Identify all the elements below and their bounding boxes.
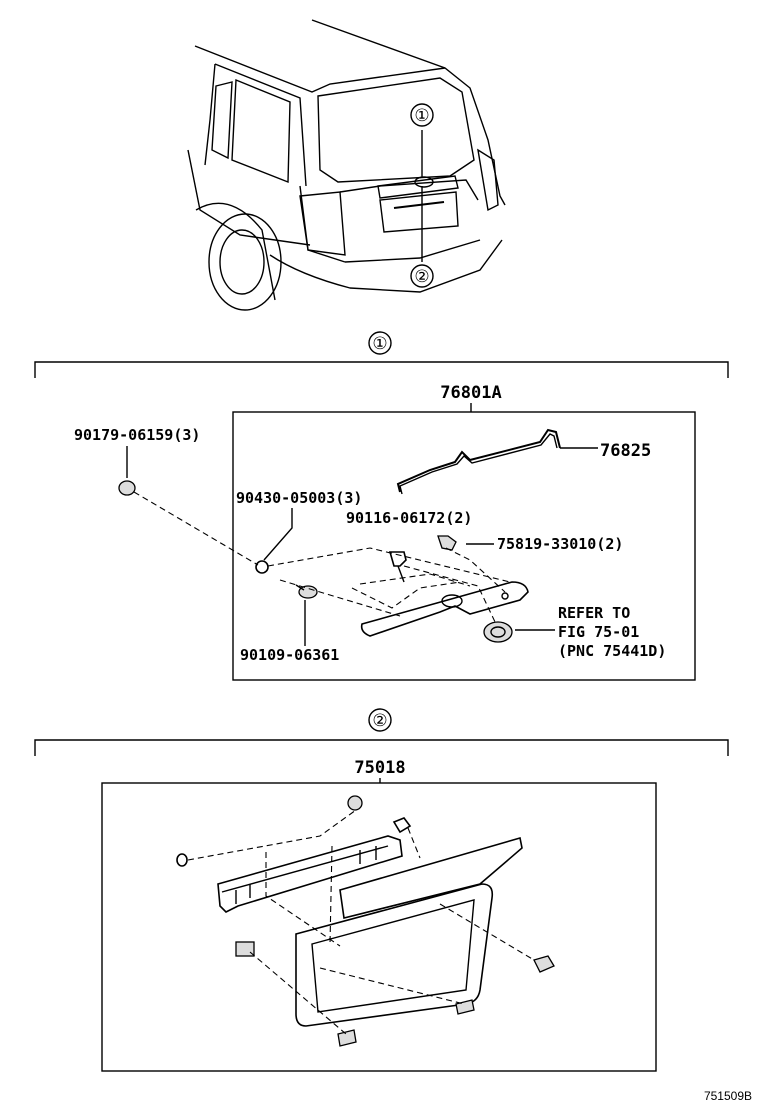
part-90116-06172: 90116-06172(2) bbox=[346, 509, 472, 527]
garnish-bar bbox=[360, 581, 529, 637]
part-90430-05003: 90430-05003(3) bbox=[236, 489, 362, 507]
section-1-bracket bbox=[34, 361, 729, 378]
emblem-icon bbox=[483, 621, 513, 643]
nut-icon bbox=[347, 795, 363, 811]
assembly-75018-label: 75018 bbox=[354, 758, 405, 778]
assembly-76801a-label: 76801A bbox=[440, 383, 501, 403]
license-plate-frame bbox=[295, 883, 494, 1027]
vehicle-illustration bbox=[187, 19, 506, 311]
part-75819-33010: 75819-33010(2) bbox=[497, 535, 623, 553]
section-1-marker: ① bbox=[372, 334, 387, 354]
screw-icon bbox=[392, 817, 412, 834]
bolt-icon bbox=[533, 955, 555, 973]
part-90109-06361: 90109-06361 bbox=[240, 646, 339, 664]
nut-icon bbox=[255, 560, 269, 574]
assembly-75018-box bbox=[101, 782, 657, 1072]
callout-2: ② bbox=[414, 267, 429, 287]
clip-icon bbox=[118, 480, 136, 496]
section-2-bracket bbox=[34, 739, 729, 756]
refer-line-2: FIG 75-01 bbox=[558, 623, 639, 641]
section-2: ② 75018 bbox=[34, 708, 729, 1072]
part-90179-06159: 90179-06159(3) bbox=[74, 426, 200, 444]
figure-number: 751509B bbox=[704, 1089, 752, 1103]
washer-icon bbox=[176, 853, 188, 867]
section-2-marker: ② bbox=[372, 711, 387, 731]
pad-icon bbox=[235, 941, 255, 957]
callout-1: ① bbox=[414, 106, 429, 126]
wire-harness-76825 bbox=[396, 428, 561, 493]
section-1: ① 76801A 90179-06159(3) 76825 90430-0500… bbox=[34, 331, 729, 681]
part-76825: 76825 bbox=[600, 441, 651, 461]
clip-75819-icon bbox=[437, 535, 457, 551]
vehicle-callouts: ① ② bbox=[410, 103, 434, 288]
assembly-76801a-box bbox=[232, 411, 696, 681]
pad-icon bbox=[337, 1029, 357, 1047]
frame-top-lip bbox=[339, 836, 523, 919]
refer-line-1: REFER TO bbox=[558, 604, 630, 622]
screw-icon bbox=[388, 551, 407, 567]
refer-line-3: (PNC 75441D) bbox=[558, 642, 666, 660]
